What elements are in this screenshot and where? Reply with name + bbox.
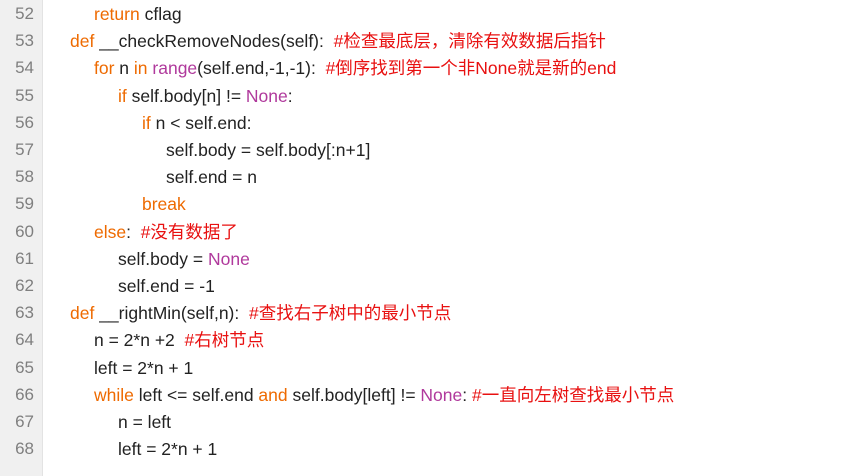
- line-number: 65: [15, 357, 34, 377]
- code-text: for n in range(self.end,-1,-1): #倒序找到第一个…: [94, 54, 616, 82]
- code-line[interactable]: 63 def __rightMin(self,n): #查找右子树中的最小节点: [0, 299, 861, 327]
- line-number: 61: [15, 248, 34, 268]
- line-number: 66: [15, 384, 34, 404]
- code-line[interactable]: 59 break: [0, 190, 861, 218]
- comment-token: #检查最底层，清除有效数据后指针: [333, 31, 606, 52]
- line-number: 52: [15, 4, 34, 23]
- keyword-token: break: [142, 194, 186, 215]
- constant-token: None: [208, 248, 250, 269]
- line-number: 56: [15, 112, 34, 132]
- line-number: 55: [15, 85, 34, 105]
- line-number: 59: [15, 194, 34, 214]
- constant-token: None: [420, 384, 463, 405]
- constant-token: None: [245, 85, 288, 106]
- code-line[interactable]: 53 def __checkRemoveNodes(self): #检查最底层，清…: [0, 27, 861, 55]
- code-token: left = 2*n + 1: [94, 357, 194, 378]
- comment-token: #一直向左树查找最小节点: [471, 384, 675, 405]
- line-number-gutter: [0, 0, 43, 476]
- code-token: __rightMin(self,n):: [94, 303, 249, 324]
- line-number: 64: [15, 330, 34, 350]
- code-text: return cflag: [94, 0, 182, 28]
- code-line[interactable]: 60 else: #没有数据了: [0, 218, 861, 246]
- code-line[interactable]: 65 left = 2*n + 1: [0, 354, 861, 382]
- line-number: 67: [15, 412, 34, 431]
- code-text: self.end = -1: [118, 272, 215, 300]
- code-line[interactable]: 64 n = 2*n +2 #右树节点: [0, 326, 861, 354]
- keyword-token: for: [94, 58, 115, 79]
- code-token: n: [114, 58, 134, 79]
- code-token: n = left: [118, 412, 172, 432]
- keyword-token: while: [94, 384, 134, 405]
- code-line[interactable]: 54 for n in range(self.end,-1,-1): #倒序找到第…: [0, 54, 861, 82]
- code-token: n = 2*n +2: [94, 330, 185, 351]
- keyword-token: in: [133, 58, 148, 79]
- code-token: self.body[left] !=: [287, 384, 421, 405]
- code-text: while left <= self.end and self.body[lef…: [94, 381, 674, 409]
- code-text: self.end = n: [166, 163, 257, 191]
- code-text: self.body = None: [118, 245, 250, 273]
- code-token: :: [126, 221, 141, 242]
- line-number: 57: [15, 140, 34, 159]
- code-text: self.body = self.body[:n+1]: [166, 136, 370, 164]
- code-text: n = 2*n +2 #右树节点: [94, 326, 264, 354]
- code-text: if n < self.end:: [142, 109, 251, 137]
- code-line[interactable]: 66 while left <= self.end and self.body[l…: [0, 381, 861, 409]
- code-token: self.end = n: [166, 167, 257, 188]
- code-line[interactable]: 55 if self.body[n] != None:: [0, 82, 861, 110]
- keyword-token: and: [258, 384, 288, 405]
- code-token: left <= self.end: [133, 384, 259, 405]
- code-token: self.body = self.body[:n+1]: [166, 140, 371, 160]
- line-number: 68: [15, 439, 34, 459]
- code-text: left = 2*n + 1: [118, 435, 217, 463]
- line-number: 62: [15, 276, 34, 295]
- code-line[interactable]: 56 if n < self.end:: [0, 109, 861, 137]
- code-line[interactable]: 68 left = 2*n + 1: [0, 435, 861, 463]
- code-line[interactable]: 52 return cflag: [0, 0, 861, 28]
- code-token: self.body[n] !=: [126, 85, 246, 106]
- line-number: 60: [15, 221, 34, 241]
- comment-token: #倒序找到第一个非None就是新的end: [325, 58, 617, 79]
- code-text: def __checkRemoveNodes(self): #检查最底层，清除有…: [70, 27, 606, 55]
- code-token: (self.end,-1,-1):: [197, 58, 326, 79]
- line-number: 54: [15, 58, 34, 78]
- code-token: :: [287, 85, 293, 106]
- code-text: break: [142, 190, 186, 218]
- code-text: n = left: [118, 408, 171, 436]
- code-token: n < self.end:: [150, 112, 252, 133]
- code-line[interactable]: 67 n = left: [0, 408, 861, 436]
- code-line[interactable]: 57 self.body = self.body[:n+1]: [0, 136, 861, 164]
- code-line[interactable]: 62 self.end = -1: [0, 272, 861, 300]
- code-token: self.body =: [118, 248, 208, 269]
- code-text: def __rightMin(self,n): #查找右子树中的最小节点: [70, 299, 451, 327]
- keyword-token: if: [142, 112, 151, 133]
- line-number: 58: [15, 167, 34, 187]
- line-number: 53: [15, 31, 34, 51]
- code-token: left = 2*n + 1: [118, 439, 218, 460]
- code-text: if self.body[n] != None:: [118, 82, 293, 110]
- comment-token: #没有数据了: [140, 221, 238, 242]
- code-token: __checkRemoveNodes(self):: [94, 31, 334, 52]
- constant-token: range: [152, 58, 198, 79]
- keyword-token: else: [94, 221, 127, 242]
- code-line[interactable]: 61 self.body = None: [0, 245, 861, 273]
- code-token: self.end = -1: [118, 276, 215, 296]
- line-number: 63: [15, 303, 34, 323]
- code-text: else: #没有数据了: [94, 218, 238, 246]
- comment-token: #查找右子树中的最小节点: [248, 303, 452, 324]
- code-token: cflag: [139, 4, 182, 24]
- keyword-token: def: [70, 303, 95, 324]
- code-token: :: [462, 384, 472, 405]
- keyword-token: def: [70, 31, 95, 52]
- code-text: left = 2*n + 1: [94, 354, 193, 382]
- keyword-token: if: [118, 85, 127, 106]
- comment-token: #右树节点: [184, 330, 265, 351]
- keyword-token: return: [94, 4, 140, 24]
- code-line[interactable]: 58 self.end = n: [0, 163, 861, 191]
